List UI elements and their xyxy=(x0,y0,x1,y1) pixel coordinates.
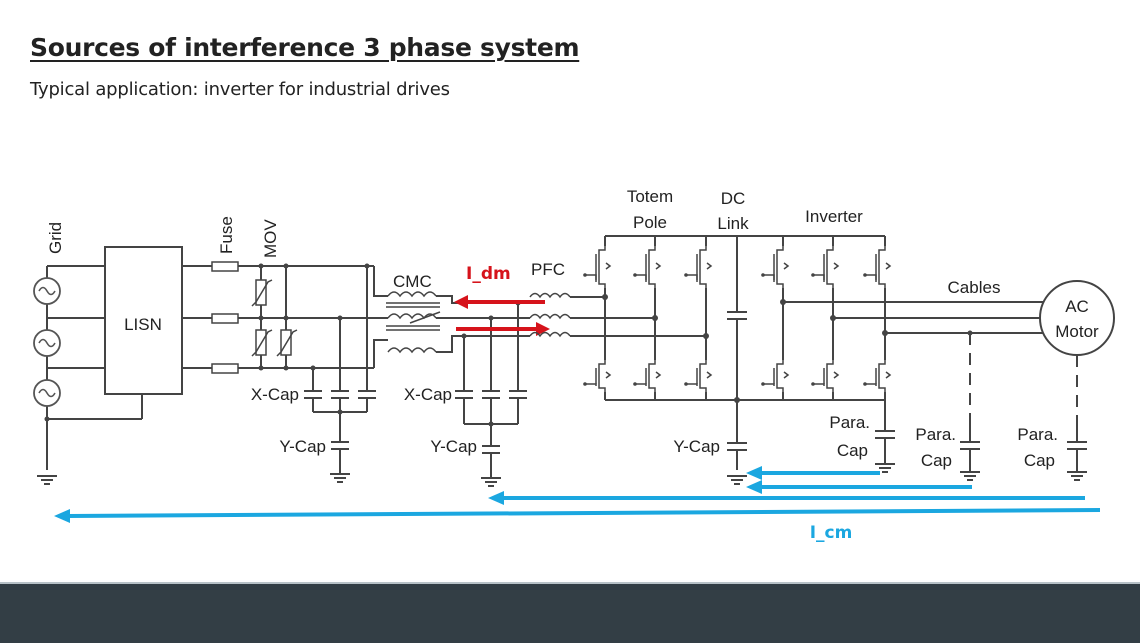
capacitor-icon xyxy=(331,441,349,450)
fuse-icon xyxy=(211,363,239,374)
circuit-diagram: Grid LISN Fuse xyxy=(33,187,1115,543)
para-cap-label: Cap xyxy=(1024,451,1055,470)
y-cap-label: Y-Cap xyxy=(279,437,326,456)
arrow-left-icon xyxy=(746,480,762,494)
mosfet-icon xyxy=(583,358,612,394)
fuse-icon xyxy=(211,313,239,324)
varistor-icon xyxy=(276,329,298,357)
capacitor-icon xyxy=(482,390,500,399)
cmc-label: CMC xyxy=(393,272,432,291)
mosfet-icon xyxy=(583,244,612,290)
mov-label: MOV xyxy=(261,219,280,258)
parasitic-cap-2: Para. Cap xyxy=(915,333,981,481)
ac-source-icon xyxy=(33,329,61,357)
parasitic-cap-3: Para. Cap xyxy=(1017,355,1088,481)
inverter-label: Inverter xyxy=(805,207,863,226)
mosfet-icon xyxy=(811,358,840,394)
inductor-icon xyxy=(387,291,437,354)
x-cap-label: X-Cap xyxy=(251,385,299,404)
pfc-inductors: PFC xyxy=(529,260,709,339)
mosfet-switches xyxy=(583,244,892,394)
capacitor-icon xyxy=(358,390,376,399)
ac-source-icon xyxy=(33,379,61,407)
parasitic-cap-1: Para. Cap xyxy=(829,400,896,473)
para-cap-label: Cap xyxy=(921,451,952,470)
inductor-icon xyxy=(529,313,571,320)
slide-title: Sources of interference 3 phase system xyxy=(30,33,580,62)
capacitor-icon xyxy=(727,442,747,451)
slide-footer-bar xyxy=(0,582,1140,643)
mosfet-icon xyxy=(863,244,892,290)
cables: Cables xyxy=(783,278,1045,336)
mosfet-icon xyxy=(633,244,662,290)
ac-motor: AC Motor xyxy=(1039,280,1115,356)
ground-icon xyxy=(37,475,57,485)
arrow-left-icon xyxy=(54,509,70,523)
inductor-icon xyxy=(529,331,571,338)
para-cap-label: Para. xyxy=(1017,425,1058,444)
ground-icon xyxy=(727,475,747,485)
mosfet-icon xyxy=(684,244,713,290)
lisn-label: LISN xyxy=(124,315,162,334)
para-cap-label: Cap xyxy=(837,441,868,460)
ac-motor-label-1: AC xyxy=(1065,297,1089,316)
fuse-label: Fuse xyxy=(217,216,236,254)
filter-caps-2: X-Cap Y-Cap xyxy=(404,300,530,487)
capacitor-icon xyxy=(727,311,747,320)
arrow-left-icon xyxy=(454,295,468,309)
differential-mode-current: I_dm xyxy=(454,264,550,336)
capacitor-icon xyxy=(960,441,980,450)
varistor-icon xyxy=(251,279,273,307)
arrow-left-icon xyxy=(746,466,762,480)
fuse-icon xyxy=(211,261,239,272)
fuses: Fuse xyxy=(211,216,239,374)
i-dm-label: I_dm xyxy=(466,264,511,284)
movs: MOV xyxy=(251,219,298,371)
ground-icon xyxy=(875,463,895,473)
i-cm-label: I_cm xyxy=(810,523,853,543)
ac-source-icon xyxy=(33,277,61,305)
pfc-label: PFC xyxy=(531,260,565,279)
inductor-icon xyxy=(529,292,571,299)
cables-label: Cables xyxy=(948,278,1001,297)
ground-icon xyxy=(960,471,980,481)
mosfet-icon xyxy=(633,358,662,394)
dc-link-label-2: Link xyxy=(717,214,749,233)
filter-caps-1: X-Cap Y-Cap xyxy=(251,263,380,483)
para-cap-label: Para. xyxy=(915,425,956,444)
capacitor-icon xyxy=(875,430,895,439)
common-mode-current: I_cm xyxy=(54,466,1101,543)
capacitor-icon xyxy=(509,390,527,399)
totem-pole-label-2: Pole xyxy=(633,213,667,232)
arrow-left-icon xyxy=(488,491,504,505)
ground-icon xyxy=(1067,471,1087,481)
ac-motor-label-2: Motor xyxy=(1055,322,1099,341)
totem-pole-label-1: Totem xyxy=(627,187,673,206)
ground-icon xyxy=(481,477,501,487)
capacitor-icon xyxy=(482,445,500,454)
capacitor-icon xyxy=(455,390,473,399)
common-mode-choke: CMC xyxy=(373,266,466,368)
dc-link-y-cap: Y-Cap xyxy=(673,437,748,485)
mosfet-icon xyxy=(684,358,713,394)
y-cap-label: Y-Cap xyxy=(673,437,720,456)
ground-icon xyxy=(330,473,350,483)
mosfet-icon xyxy=(761,244,790,290)
x-cap-label: X-Cap xyxy=(404,385,452,404)
mosfet-icon xyxy=(761,358,790,394)
lisn-block: LISN xyxy=(104,246,183,395)
capacitor-icon xyxy=(304,390,322,399)
y-cap-label: Y-Cap xyxy=(430,437,477,456)
slide-subtitle: Typical application: inverter for indust… xyxy=(30,79,450,100)
varistor-icon xyxy=(251,329,273,357)
mosfet-icon xyxy=(863,358,892,394)
capacitor-icon xyxy=(1067,441,1087,450)
capacitor-icon xyxy=(331,390,349,399)
dc-link-label-1: DC xyxy=(721,189,746,208)
mosfet-icon xyxy=(811,244,840,290)
grid-label: Grid xyxy=(46,222,65,254)
grid-sources: Grid xyxy=(33,222,143,485)
arrow-right-icon xyxy=(536,322,550,336)
para-cap-label: Para. xyxy=(829,413,870,432)
